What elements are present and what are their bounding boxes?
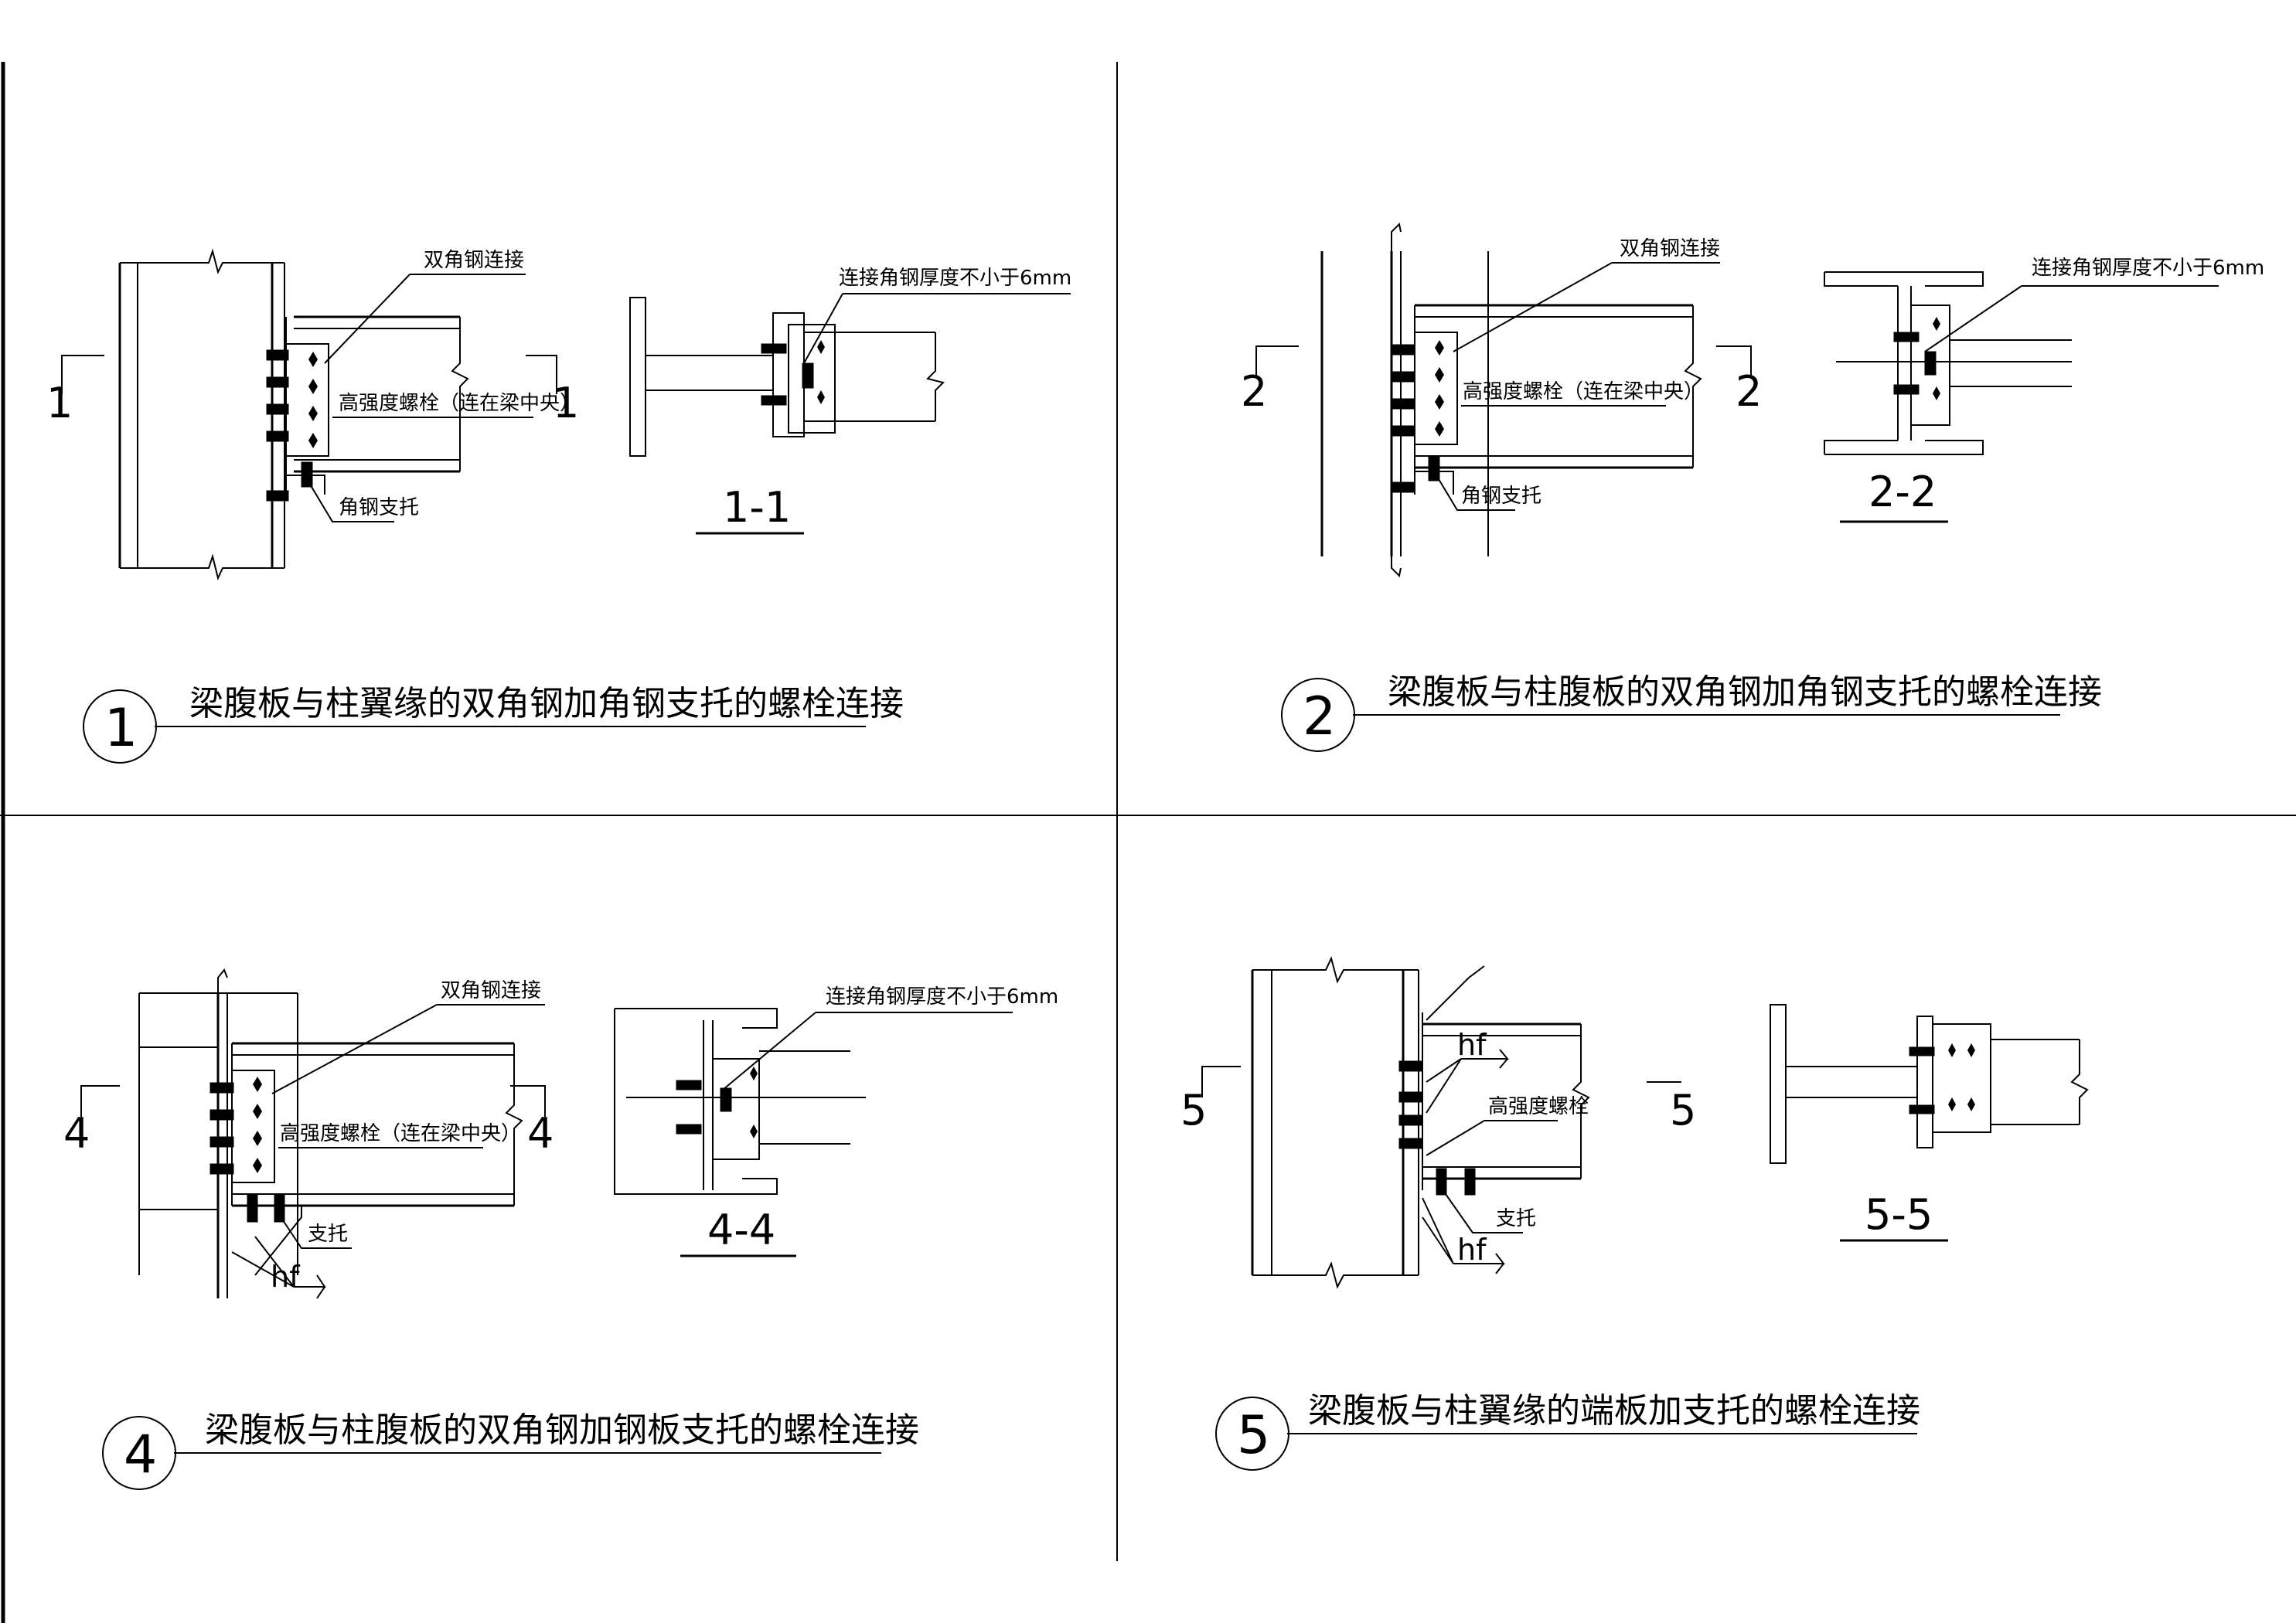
callout-seat: 角钢支托	[339, 496, 419, 519]
sheet-frame	[0, 62, 2296, 1623]
callout-bolts: 高强度螺栓（连在梁中央）	[1463, 380, 1704, 403]
svg-text:4: 4	[124, 1424, 157, 1485]
panel5-column	[1251, 956, 1419, 1289]
svg-text:2: 2	[1303, 686, 1336, 747]
panel1-angle-plate	[266, 343, 329, 502]
panel-title: 梁腹板与柱翼缘的双角钢加角钢支托的螺栓连接	[189, 684, 904, 723]
panel-title: 梁腹板与柱翼缘的端板加支托的螺栓连接	[1308, 1391, 1920, 1431]
callout-double-angle: 双角钢连接	[441, 979, 541, 1002]
panel2-callouts: 双角钢连接 高强度螺栓（连在梁中央） 角钢支托	[1436, 237, 1720, 511]
panel-title: 梁腹板与柱腹板的双角钢加角钢支托的螺栓连接	[1388, 672, 2102, 712]
svg-text:5: 5	[1180, 1086, 1207, 1135]
weld-label-top: hf	[1457, 1028, 1487, 1062]
section-label: 1-1	[723, 483, 791, 532]
svg-text:5: 5	[1237, 1405, 1270, 1466]
panel1-title-block: 1 梁腹板与柱翼缘的双角钢加角钢支托的螺栓连接	[83, 684, 904, 764]
panel4-angle-plate	[210, 1070, 302, 1276]
section-label: 2-2	[1868, 468, 1937, 516]
bolt-head	[266, 490, 289, 502]
panel5-cut-right: 5	[1647, 1081, 1696, 1135]
svg-text:1: 1	[104, 698, 138, 759]
weld-label: hf	[271, 1260, 301, 1294]
panel1-section-view: 连接角钢厚度不小于6mm 1-1	[629, 267, 1071, 535]
panel-4: 4 4 双角钢连接 高强度螺栓（连在梁中央） 支托 hf	[63, 968, 1058, 1490]
bolt-head	[266, 403, 289, 415]
svg-text:2: 2	[1241, 367, 1267, 416]
panel4-column	[138, 968, 298, 1298]
section-label: 5-5	[1865, 1190, 1933, 1239]
svg-text:4: 4	[527, 1109, 554, 1158]
panel1-cut-right: 1	[526, 355, 579, 427]
bolt-head	[266, 376, 289, 388]
callout-seat: 支托	[1496, 1207, 1536, 1230]
panel5-beam	[1398, 1012, 1590, 1196]
panel2-angle-plate	[1391, 332, 1458, 495]
panel5-cut-left: 5	[1180, 1066, 1241, 1135]
section-note: 连接角钢厚度不小于6mm	[2032, 257, 2264, 280]
panel4-callouts: 双角钢连接 高强度螺栓（连在梁中央） 支托 hf	[231, 979, 545, 1299]
section-note: 连接角钢厚度不小于6mm	[826, 985, 1058, 1009]
panel4-section-view: 连接角钢厚度不小于6mm 4-4	[614, 985, 1058, 1257]
svg-text:4: 4	[63, 1109, 90, 1158]
callout-bolts: 高强度螺栓	[1488, 1095, 1589, 1118]
callout-seat: 支托	[308, 1223, 348, 1246]
panel2-title-block: 2 梁腹板与柱腹板的双角钢加角钢支托的螺栓连接	[1281, 672, 2102, 752]
svg-text:2: 2	[1736, 367, 1762, 416]
panel1-cut-left: 1	[46, 355, 104, 427]
svg-text:1: 1	[553, 379, 579, 427]
callout-seat: 角钢支托	[1461, 485, 1541, 508]
panel4-title-block: 4 梁腹板与柱腹板的双角钢加钢板支托的螺栓连接	[102, 1410, 919, 1490]
panel1-callouts: 双角钢连接 高强度螺栓（连在梁中央） 角钢支托	[308, 249, 580, 522]
callout-bolts: 高强度螺栓（连在梁中央）	[339, 392, 580, 415]
callout-double-angle: 双角钢连接	[424, 249, 524, 272]
weld-label-bottom: hf	[1457, 1233, 1487, 1267]
panel4-cut-right: 4	[510, 1085, 554, 1158]
callout-double-angle: 双角钢连接	[1620, 237, 1720, 260]
panel-5: 5 5 hf 高强度螺栓 支托 hf	[1180, 956, 2089, 1471]
panel2-cut-left: 2	[1241, 345, 1299, 416]
svg-text:5: 5	[1670, 1086, 1696, 1135]
panel2-section-view: 连接角钢厚度不小于6mm 2-2	[1824, 257, 2264, 523]
panel4-cut-left: 4	[63, 1085, 120, 1158]
bolt-head	[266, 430, 289, 442]
section-label: 4-4	[707, 1206, 775, 1254]
panel5-section-view: 5-5	[1770, 1004, 2089, 1242]
panel5-title-block: 5 梁腹板与柱翼缘的端板加支托的螺栓连接	[1215, 1391, 1920, 1471]
panel5-callouts: hf 高强度螺栓 支托 hf	[1422, 965, 1589, 1274]
section-note: 连接角钢厚度不小于6mm	[839, 267, 1071, 290]
bolt-head	[266, 349, 289, 361]
panel-2: 2 2 双角钢连接 高强度螺栓（连在梁中央） 角钢支托	[1241, 222, 2264, 752]
panel2-cut-right: 2	[1716, 345, 1762, 416]
svg-text:1: 1	[46, 379, 73, 427]
panel1-column	[118, 248, 285, 580]
callout-bolts: 高强度螺栓（连在梁中央）	[280, 1122, 521, 1145]
panel-title: 梁腹板与柱腹板的双角钢加钢板支托的螺栓连接	[205, 1410, 919, 1450]
panel-1: 1 1 双角钢连接 高强度螺栓（连在梁中央） 角钢支托	[46, 248, 1071, 764]
